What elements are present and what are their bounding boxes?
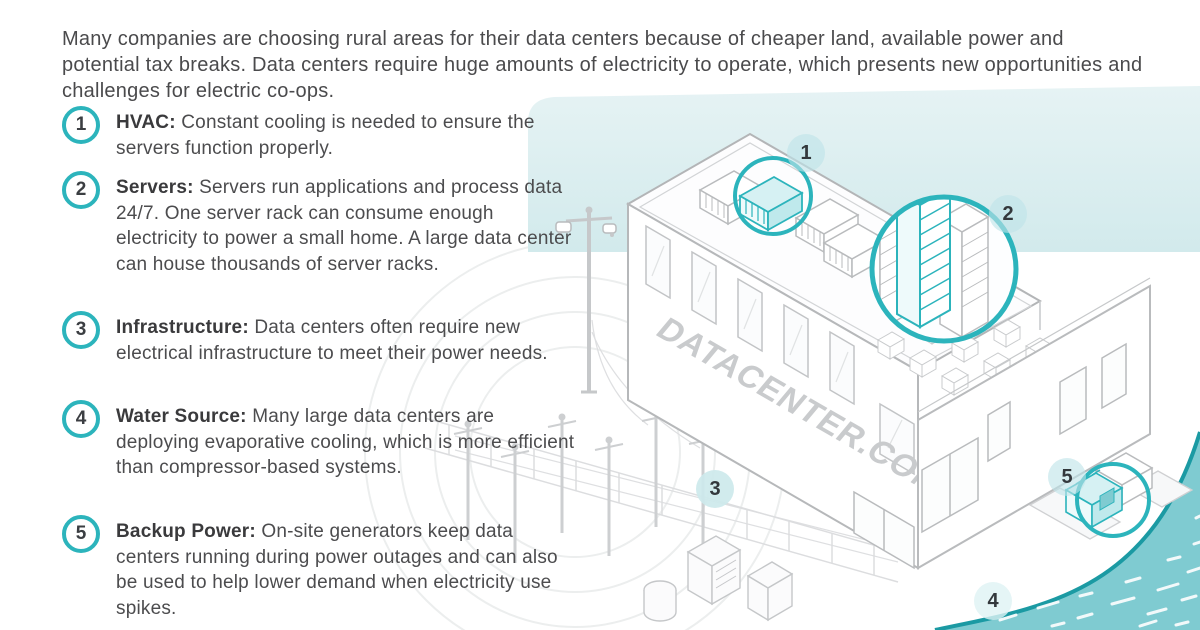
callout-5-backup-power: 5 — [1048, 458, 1086, 496]
transformer-boxes — [643, 535, 794, 622]
right-wing-wall — [917, 277, 1151, 570]
hvac-highlighted-unit — [738, 175, 804, 232]
rooftop-hvac-units — [699, 170, 887, 278]
callout-2-servers: 2 — [989, 195, 1027, 233]
security-camera-pole — [555, 206, 617, 394]
magnifier-circle-5 — [1075, 462, 1151, 538]
callout-3-infrastructure: 3 — [696, 470, 734, 508]
entry-door — [853, 490, 915, 570]
datacenter-building: DATACENTER.COM — [625, 132, 1194, 570]
security-camera-icon — [555, 221, 617, 237]
magnifier-circle-2 — [869, 194, 1019, 344]
substation-group — [424, 319, 899, 622]
callout-1-hvac: 1 — [787, 134, 825, 172]
backup-generators — [1028, 452, 1194, 540]
wall-windows — [645, 224, 915, 476]
magnifier-circle-1 — [733, 156, 813, 236]
callout-4-water-source: 4 — [974, 582, 1012, 620]
server-rack-highlighted — [894, 198, 953, 329]
